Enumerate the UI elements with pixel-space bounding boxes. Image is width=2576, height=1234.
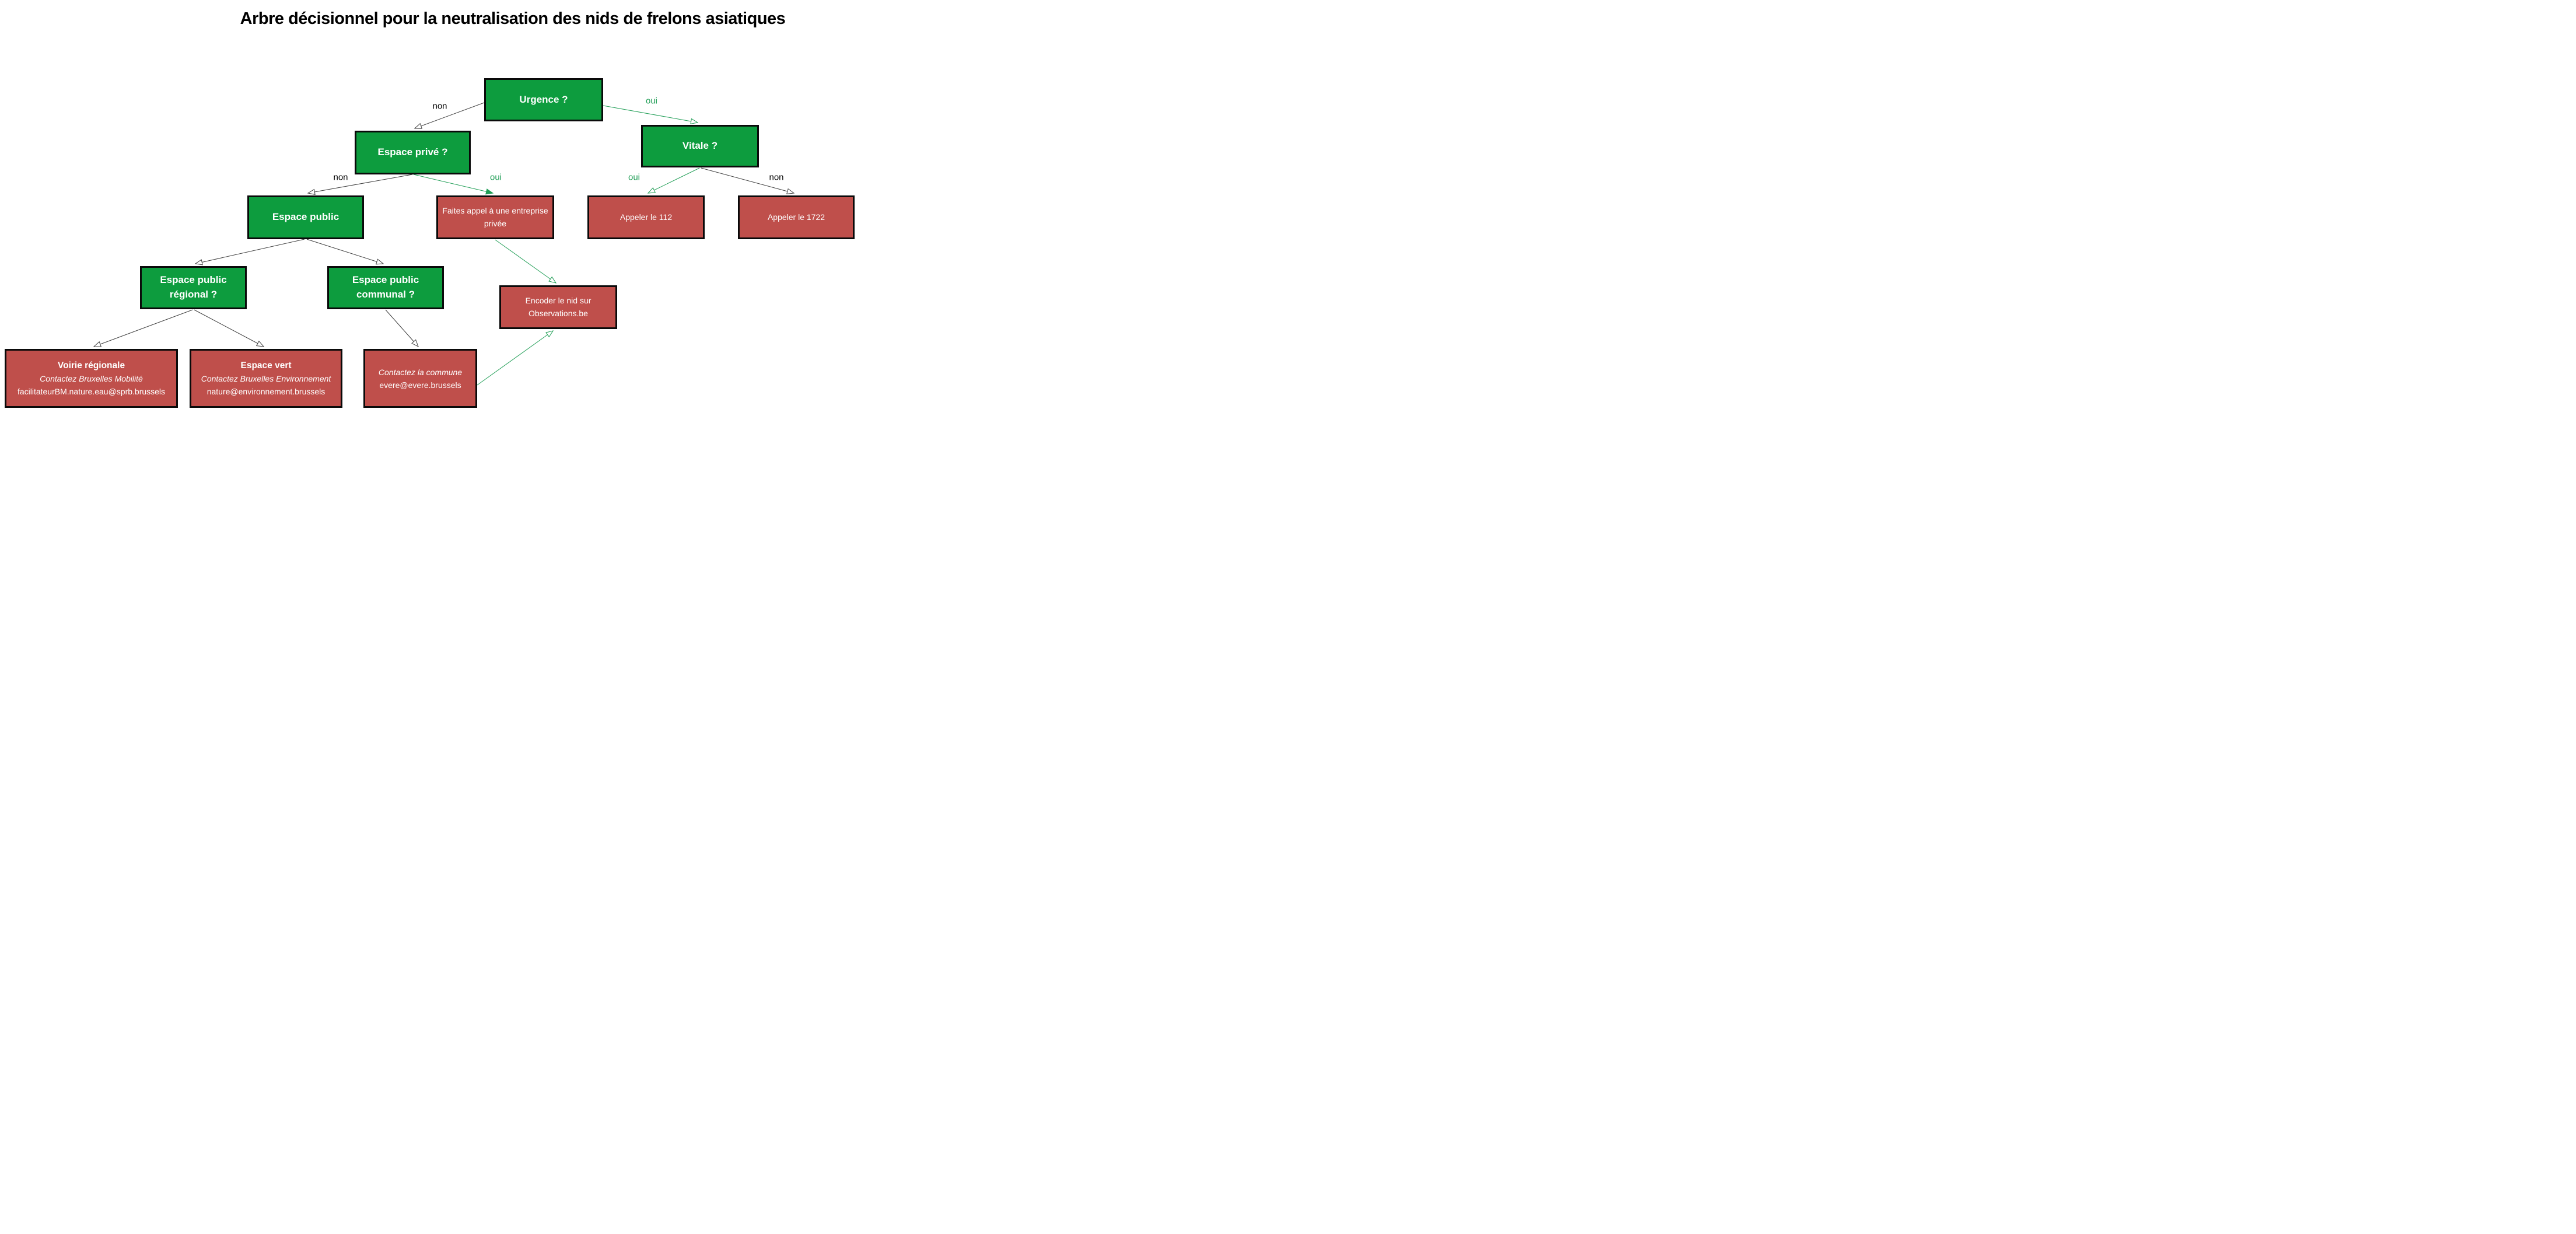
connector-communal-commune: [385, 309, 419, 348]
node-urgence: Urgence ?: [484, 78, 603, 121]
commune-email: evere@evere.brussels: [379, 380, 461, 390]
node-espace-public-regional-label: Espace public régional ?: [160, 274, 227, 300]
connector-faites-encoder: [495, 239, 557, 284]
node-espace-public-regional: Espace public régional ?: [140, 266, 247, 309]
espace-vert-email: nature@environnement.brussels: [206, 386, 326, 396]
edge-label-vitale-oui: oui: [628, 172, 640, 183]
node-faites-appel-label: Faites appel à une entreprise privée: [442, 205, 548, 228]
node-vitale: Vitale ?: [641, 125, 759, 167]
node-encoder-nid-label: Encoder le nid sur Observations.be: [525, 295, 592, 318]
commune-contact: Contactez la commune: [378, 367, 463, 377]
node-voirie-regionale: Voirie régionale Contactez Bruxelles Mob…: [5, 349, 178, 408]
node-espace-vert: Espace vert Contactez Bruxelles Environn…: [190, 349, 342, 408]
diagram-title: Arbre décisionnel pour la neutralisation…: [240, 9, 786, 28]
node-espace-public-communal: Espace public communal ?: [327, 266, 444, 309]
connector-regional-voirie: [93, 309, 193, 347]
voirie-title: Voirie régionale: [57, 360, 125, 370]
connector-prive-non: [307, 174, 413, 195]
node-espace-prive: Espace privé ?: [355, 131, 471, 174]
node-appeler-112: Appeler le 112: [587, 195, 705, 239]
node-vitale-label: Vitale ?: [682, 140, 718, 152]
node-contactez-commune: Contactez la commune evere@evere.brussel…: [363, 349, 477, 408]
edge-label-urgence-oui: oui: [645, 96, 658, 106]
decision-tree-diagram: Arbre décisionnel pour la neutralisation…: [0, 0, 859, 411]
node-espace-prive-label: Espace privé ?: [377, 146, 448, 158]
node-espace-public: Espace public: [247, 195, 364, 239]
espace-vert-contact: Contactez Bruxelles Environnement: [201, 373, 331, 383]
edge-label-prive-non: non: [333, 172, 348, 183]
edge-label-vitale-non: non: [769, 172, 784, 183]
edge-label-urgence-non: non: [432, 101, 447, 111]
connector-urgence-oui: [603, 105, 699, 125]
node-faites-appel: Faites appel à une entreprise privée: [436, 195, 554, 239]
connector-regional-vert: [194, 309, 265, 347]
connector-public-regional: [194, 239, 305, 265]
connector-prive-oui: [413, 174, 494, 195]
connector-layer: [93, 102, 795, 386]
edge-label-prive-oui: oui: [489, 172, 502, 183]
node-appeler-112-label: Appeler le 112: [620, 212, 673, 222]
node-urgence-label: Urgence ?: [519, 93, 568, 105]
connector-urgence-non: [414, 102, 485, 129]
connector-vitale-non: [701, 167, 795, 194]
connector-commune-encoder: [477, 330, 554, 386]
espace-vert-title: Espace vert: [240, 360, 292, 370]
node-appeler-1722-label: Appeler le 1722: [767, 212, 825, 222]
connector-public-communal: [306, 239, 384, 265]
connector-vitale-oui: [647, 167, 700, 194]
node-espace-public-label: Espace public: [272, 211, 340, 223]
voirie-email: facilitateurBM.nature.eau@sprb.brussels: [17, 386, 166, 396]
voirie-contact: Contactez Bruxelles Mobilité: [40, 373, 143, 383]
node-espace-public-communal-label: Espace public communal ?: [352, 274, 419, 300]
node-encoder-nid: Encoder le nid sur Observations.be: [499, 285, 617, 329]
node-appeler-1722: Appeler le 1722: [738, 195, 855, 239]
